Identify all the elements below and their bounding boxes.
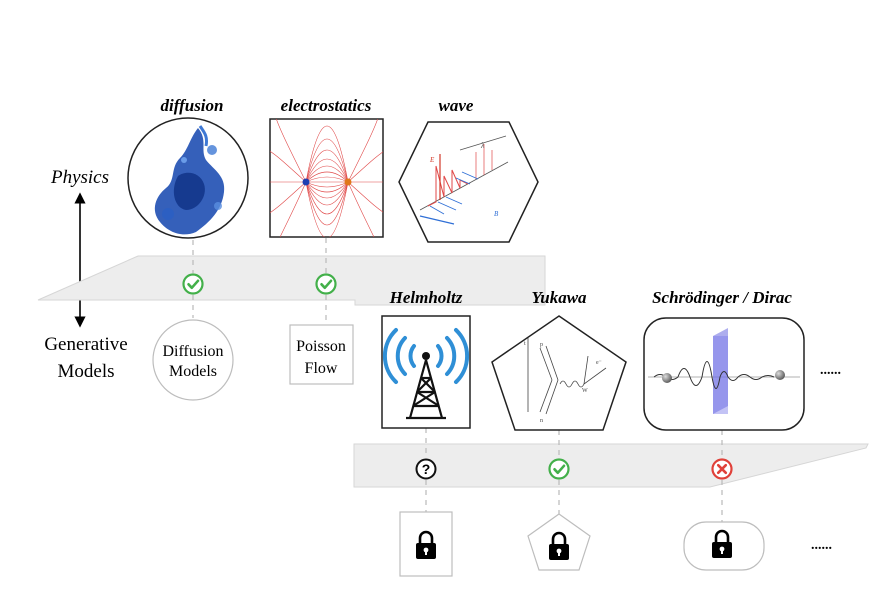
row2-connectors <box>425 428 723 522</box>
model-diffusion-models: Diffusion Models <box>152 319 234 401</box>
status-question-helmholtz: ? <box>415 458 437 480</box>
generative-label-line2: Models <box>58 361 115 382</box>
lock-icon <box>712 529 732 558</box>
model-diffusion-line2: Models <box>169 363 217 380</box>
model-poisson-flow: Poisson Flow <box>289 324 354 385</box>
yukawa-illustration: t p W e⁻ n <box>491 315 627 431</box>
lock-icon <box>416 530 436 559</box>
diffusion-illustration <box>127 117 249 239</box>
model-diffusion-line1: Diffusion <box>162 343 223 360</box>
svg-text:n: n <box>540 418 543 424</box>
field-title-diffusion: diffusion <box>161 96 224 115</box>
status-check-diffusion <box>182 273 204 295</box>
svg-text:B: B <box>494 210 499 218</box>
locked-model-helmholtz <box>399 511 453 577</box>
svg-text:t: t <box>524 341 526 347</box>
lock-icon <box>549 531 569 560</box>
svg-text:e⁻: e⁻ <box>596 360 602 366</box>
field-title-helmholtz: Helmholtz <box>389 288 463 307</box>
ellipsis-row2-top: ...... <box>820 363 841 378</box>
model-poisson-line1: Poisson <box>296 338 346 355</box>
status-band-row1 <box>37 255 546 306</box>
physics-label: Physics <box>50 167 109 188</box>
model-poisson-line2: Flow <box>305 360 338 377</box>
status-check-yukawa <box>548 458 570 480</box>
field-title-wave: wave <box>439 96 474 115</box>
wave-illustration: λ E B <box>398 121 539 243</box>
locked-model-schrodinger-dirac <box>683 521 765 571</box>
status-check-electrostatics <box>315 273 337 295</box>
svg-text:?: ? <box>422 461 431 477</box>
svg-text:p: p <box>540 342 543 348</box>
field-title-schrodinger-dirac: Schrödinger / Dirac <box>652 288 792 307</box>
locked-model-yukawa <box>527 513 591 571</box>
svg-text:E: E <box>429 156 435 164</box>
schrodinger-dirac-illustration <box>643 317 805 431</box>
helmholtz-illustration <box>381 315 471 429</box>
row1-connectors <box>192 238 327 325</box>
ellipsis-row2-bottom: ...... <box>811 538 832 553</box>
status-band-row2 <box>353 443 869 488</box>
svg-text:λ: λ <box>480 141 485 150</box>
electrostatics-illustration <box>269 118 384 238</box>
field-title-yukawa: Yukawa <box>531 288 587 307</box>
generative-label-line1: Generative <box>44 334 127 355</box>
field-title-electrostatics: electrostatics <box>281 96 372 115</box>
status-cross-schrodinger-dirac <box>711 458 733 480</box>
svg-text:W: W <box>582 388 588 394</box>
